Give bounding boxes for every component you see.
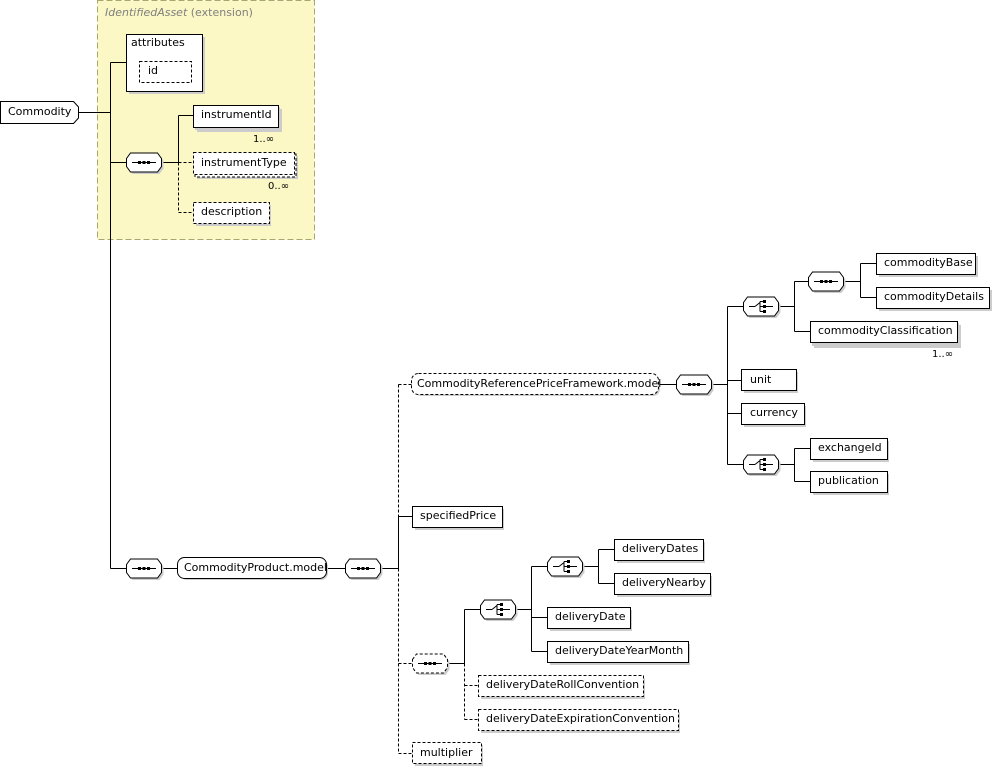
- deliveryDateExpirationConvention-label: deliveryDateExpirationConvention: [486, 712, 675, 725]
- instrumentType-label: instrumentType: [201, 156, 287, 169]
- deliveryDates-box: [614, 539, 704, 561]
- deliveryNearby-box: [614, 573, 711, 595]
- attribute-id-label: id: [148, 64, 159, 77]
- choice-icon: [480, 599, 518, 621]
- deliveryDate-label: deliveryDate: [555, 610, 626, 623]
- choice-icon: [547, 556, 585, 578]
- unit-label: unit: [750, 373, 772, 386]
- instrumentId-label: instrumentId: [201, 108, 272, 121]
- commodityClassification-label: commodityClassification: [818, 324, 953, 337]
- publication-box: [810, 471, 888, 493]
- sequence-icon: [676, 374, 714, 396]
- unit-box: [741, 369, 797, 391]
- instrumentId-box: [193, 105, 279, 128]
- description-label: description: [201, 205, 263, 218]
- commodity-root-shape: [0, 101, 79, 124]
- currency-box: [741, 403, 805, 425]
- commodityDetails-label: commodityDetails: [884, 290, 984, 303]
- multiplier-box: [412, 742, 482, 764]
- crpf-model-label: CommodityReferencePriceFramework.model: [417, 377, 662, 390]
- sequence-icon: [126, 152, 164, 174]
- instrumentId-cardinality: 1..∞: [253, 134, 275, 145]
- exchangeId-label: exchangeId: [818, 441, 882, 454]
- commodityBase-label: commodityBase: [884, 256, 973, 269]
- sequence-icon: [412, 653, 450, 675]
- deliveryNearby-label: deliveryNearby: [622, 576, 706, 589]
- choice-icon: [743, 296, 781, 318]
- commodityProduct-model-box: [177, 557, 327, 579]
- connector-lines: [78, 62, 876, 754]
- deliveryDateRollConvention-box: [478, 675, 644, 697]
- extension-base-type: IdentifiedAsset: [105, 6, 188, 19]
- sequence-icon: [345, 558, 383, 580]
- specifiedPrice-label: specifiedPrice: [420, 509, 497, 522]
- commodityClassification-cardinality: 1..∞: [932, 349, 954, 360]
- instrumentType-cardinality: 0..∞: [268, 181, 290, 192]
- deliveryDateRollConvention-label: deliveryDateRollConvention: [486, 678, 640, 691]
- exchangeId-box: [810, 438, 888, 460]
- attribute-id-box: [139, 61, 192, 83]
- crpf-model-box: [411, 373, 659, 395]
- publication-label: publication: [818, 474, 879, 487]
- sequence-icon: [808, 271, 846, 293]
- deliveryDateYearMonth-box: [547, 641, 689, 663]
- compositor-nodes: [126, 152, 846, 675]
- instrumentType-box: [193, 152, 295, 175]
- sequence-icon: [126, 558, 164, 580]
- commodityDetails-box: [876, 287, 990, 309]
- currency-label: currency: [750, 406, 798, 419]
- multiplier-label: multiplier: [420, 746, 473, 759]
- choice-icon: [743, 454, 781, 476]
- attributes-label: attributes: [131, 36, 185, 49]
- commodity-root-label: Commodity: [8, 105, 72, 118]
- commodityBase-box: [876, 253, 976, 275]
- specifiedPrice-box: [412, 506, 503, 528]
- extension-suffix: (extension): [190, 6, 253, 19]
- commodityClassification-box: [810, 321, 958, 343]
- deliveryDate-box: [547, 607, 631, 629]
- deliveryDateYearMonth-label: deliveryDateYearMonth: [555, 644, 684, 657]
- deliveryDates-label: deliveryDates: [622, 542, 699, 555]
- deliveryDateExpirationConvention-box: [478, 709, 679, 731]
- commodityProduct-model-label: CommodityProduct.model: [184, 561, 327, 574]
- description-box: [193, 202, 270, 224]
- extension-title: IdentifiedAsset (extension): [105, 6, 253, 20]
